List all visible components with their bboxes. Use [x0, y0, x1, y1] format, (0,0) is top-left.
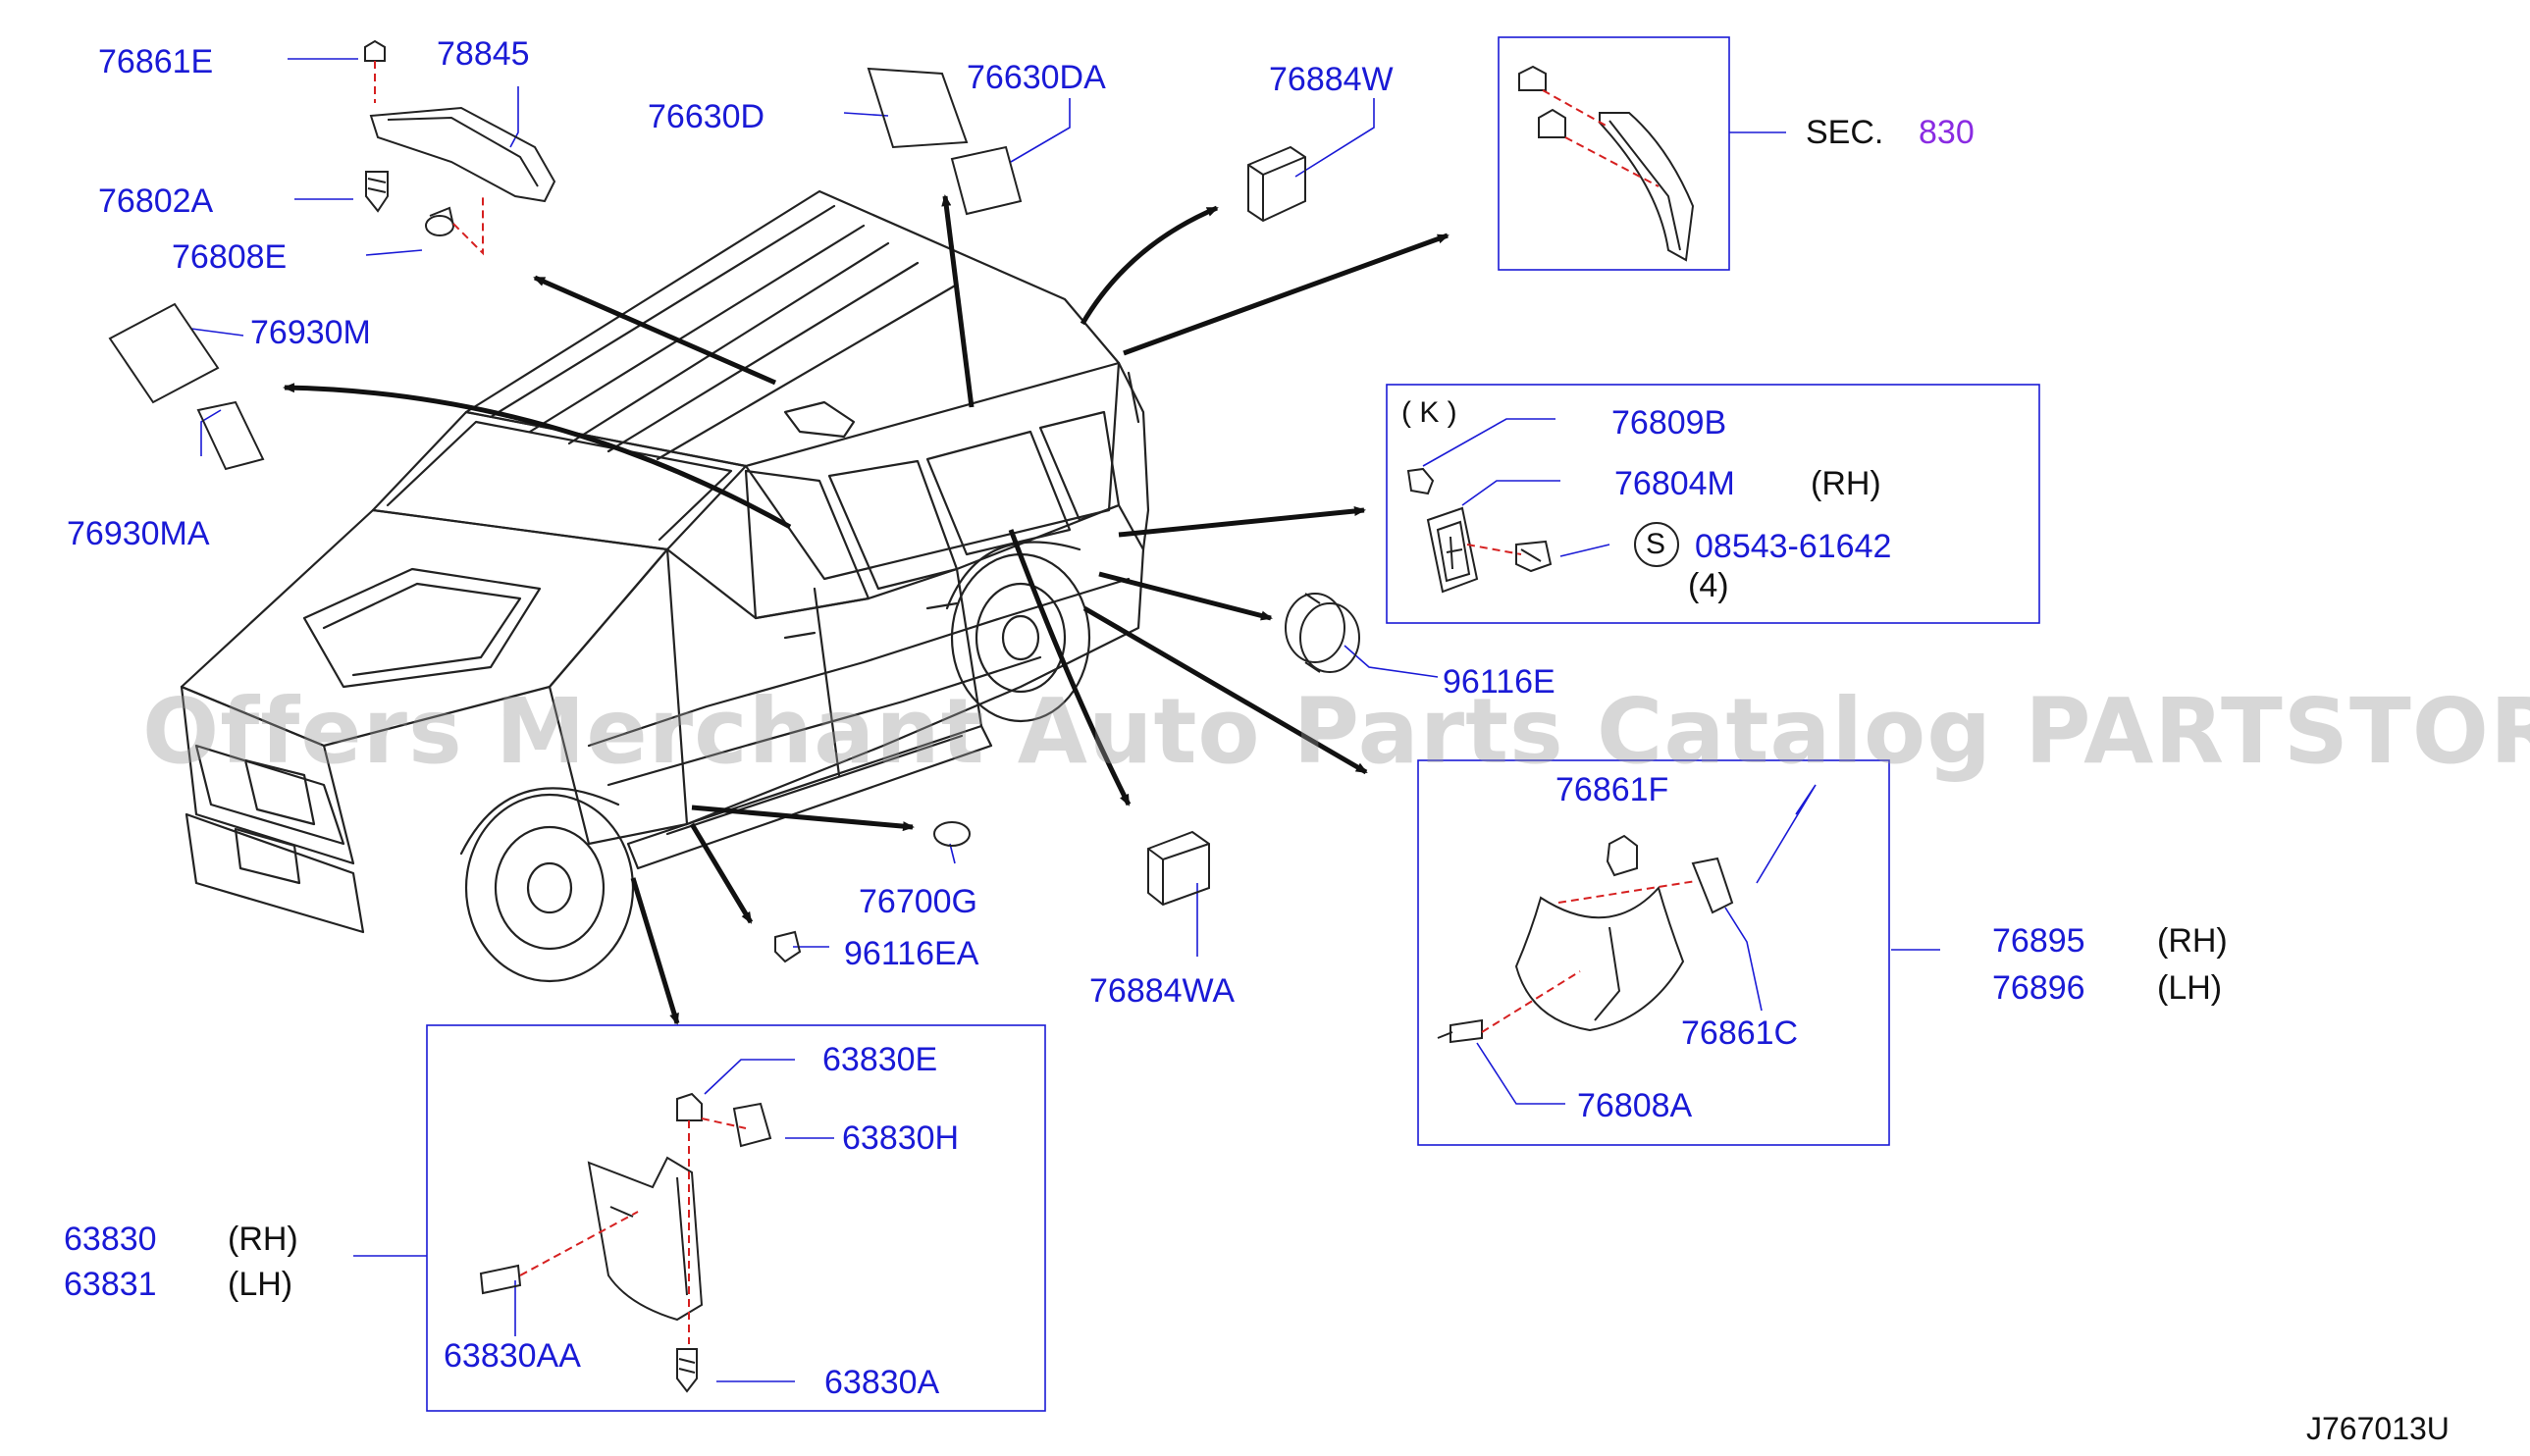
callout-boxes [426, 36, 2040, 1412]
part-label-76884W[interactable]: 76884W [1269, 61, 1394, 98]
leader-lines [190, 58, 1940, 1382]
side-note-lh-63831: (LH) [228, 1266, 293, 1303]
part-label-76802A[interactable]: 76802A [98, 182, 214, 220]
part-label-76930M[interactable]: 76930M [250, 314, 371, 351]
watermark-text: Offers Merchant Auto Parts Catalog PARTS… [142, 679, 2530, 784]
part-label-76630D[interactable]: 76630D [648, 98, 765, 135]
variant-marker-k: ( K ) [1401, 396, 1457, 429]
part-label-63830[interactable]: 63830 [64, 1221, 157, 1258]
part-label-76808E[interactable]: 76808E [172, 238, 288, 276]
diagram-id: J767013U [2306, 1411, 2450, 1446]
vehicle-outline [180, 189, 1150, 983]
pointer-arrows [283, 194, 1449, 1025]
part-label-76884WA[interactable]: 76884WA [1089, 972, 1236, 1010]
part-label-63830AA[interactable]: 63830AA [444, 1337, 581, 1375]
part-label-76861F[interactable]: 76861F [1555, 771, 1669, 808]
part-label-96116E[interactable]: 96116E [1443, 663, 1555, 701]
part-label-76930MA[interactable]: 76930MA [67, 515, 210, 552]
standard-part-marker-s: S [1646, 528, 1666, 560]
part-label-76896[interactable]: 76896 [1992, 969, 2085, 1007]
part-label-63830H[interactable]: 63830H [842, 1119, 960, 1157]
quantity-note-4: (4) [1688, 567, 1729, 604]
part-label-63831[interactable]: 63831 [64, 1266, 157, 1303]
part-label-78845[interactable]: 78845 [437, 35, 530, 73]
part-label-76861C[interactable]: 76861C [1681, 1014, 1799, 1052]
part-label-08543-61642[interactable]: 08543-61642 [1695, 528, 1892, 565]
part-label-76861E[interactable]: 76861E [98, 43, 214, 80]
side-note-rh-63830: (RH) [228, 1221, 298, 1258]
section-ref-text: SEC. [1806, 114, 1884, 151]
side-note-lh-76896: (LH) [2157, 969, 2223, 1007]
part-label-76895[interactable]: 76895 [1992, 922, 2085, 960]
part-label-76630DA[interactable]: 76630DA [967, 59, 1106, 96]
side-note-rh-76804M: (RH) [1811, 465, 1881, 502]
side-note-rh-76895: (RH) [2157, 922, 2228, 960]
part-label-76808A[interactable]: 76808A [1577, 1087, 1693, 1124]
part-label-63830A[interactable]: 63830A [824, 1364, 940, 1401]
part-label-96116EA[interactable]: 96116EA [844, 935, 979, 972]
part-drawings [108, 39, 1734, 1393]
part-label-76809B[interactable]: 76809B [1611, 404, 1727, 442]
section-ref-link-830[interactable]: 830 [1919, 114, 1975, 151]
part-label-63830E[interactable]: 63830E [822, 1041, 938, 1078]
part-label-76804M[interactable]: 76804M [1614, 465, 1735, 502]
part-label-76700G[interactable]: 76700G [859, 883, 977, 920]
